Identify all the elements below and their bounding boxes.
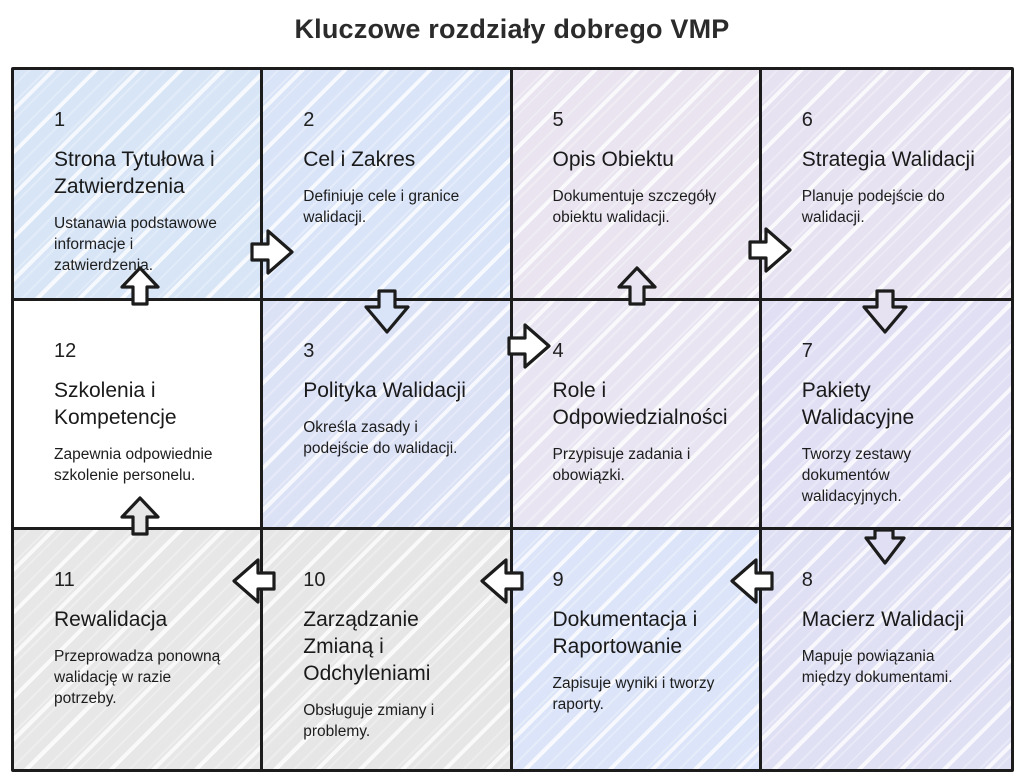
cell-description: Zapisuje wyniki i tworzy raporty.: [552, 674, 715, 713]
chapter-cell-4: 4 Role i Odpowiedzialności Przypisuje za…: [512, 301, 762, 531]
cell-number: 2: [303, 109, 315, 131]
cell-number: 7: [801, 340, 813, 362]
cell-title: Zarządzanie Zmianą i Odchyleniami: [303, 608, 431, 685]
cell-number: 1: [54, 109, 66, 131]
cell-number: 9: [552, 569, 564, 592]
chapter-cell-11: 11 Rewalidacja Przeprowadza ponowną wali…: [14, 530, 264, 769]
cell-description: Planuje podejście do walidacji.: [801, 187, 945, 226]
cell-title: Polityka Walidacji: [303, 379, 466, 402]
chapter-cell-10: 10 Zarządzanie Zmianą i Odchyleniami Obs…: [263, 530, 513, 769]
cell-number: 11: [54, 569, 75, 592]
cell-number: 4: [552, 340, 564, 362]
cell-description: Przypisuje zadania i obowiązki.: [552, 445, 691, 484]
cell-title: Szkolenia i Kompetencje: [54, 379, 177, 429]
chapter-cell-8: 8 Macierz Walidacji Mapuje powiązania mi…: [761, 530, 1011, 769]
cell-number: 10: [303, 569, 326, 592]
chapter-cell-9: 9 Dokumentacja i Raportowanie Zapisuje w…: [512, 530, 762, 769]
cell-title: Dokumentacja i Raportowanie: [552, 608, 698, 658]
cell-description: Obsługuje zmiany i problemy.: [303, 701, 435, 740]
cell-number: 5: [552, 109, 564, 131]
cell-number: 3: [303, 340, 315, 362]
chapter-cell-1: 1 Strona Tytułowa i Zatwierdzenia Ustana…: [14, 70, 264, 301]
chapter-cell-5: 5 Opis Obiektu Dokumentuje szczegóły obi…: [512, 70, 762, 301]
cell-number: 6: [801, 109, 813, 131]
cell-description: Mapuje powiązania między dokumentami.: [801, 647, 953, 686]
cell-title: Macierz Walidacji: [801, 608, 965, 632]
cell-description: Tworzy zestawy dokumentów walidacyjnych.: [801, 445, 912, 505]
cell-title: Strona Tytułowa i Zatwierdzenia: [54, 148, 215, 198]
chapter-cell-3: 3 Polityka Walidacji Określa zasady i po…: [263, 301, 513, 531]
cell-title: Opis Obiektu: [552, 148, 674, 171]
cell-description: Przeprowadza ponowną walidację w razie p…: [54, 647, 221, 707]
cell-number: 12: [54, 340, 77, 362]
cell-title: Cel i Zakres: [303, 148, 416, 171]
chapter-cell-6: 6 Strategia Walidacji Planuje podejście …: [761, 70, 1011, 301]
diagram-title: Kluczowe rozdziały dobrego VMP: [294, 14, 730, 44]
cell-number: 8: [801, 569, 813, 592]
cell-description: Określa zasady i podejście do walidacji.: [303, 418, 458, 457]
cell-description: Dokumentuje szczegóły obiektu walidacji.: [552, 187, 717, 226]
cell-title: Rewalidacja: [54, 608, 168, 632]
cell-description: Definiuje cele i granice walidacji.: [303, 187, 460, 226]
puzzle-grid: 1 Strona Tytułowa i Zatwierdzenia Ustana…: [11, 67, 1014, 772]
cell-description: Zapewnia odpowiednie szkolenie personelu…: [54, 445, 213, 484]
chapter-cell-12: 12 Szkolenia i Kompetencje Zapewnia odpo…: [14, 301, 264, 531]
cell-title: Strategia Walidacji: [801, 148, 975, 171]
cell-title: Pakiety Walidacyjne: [801, 379, 915, 429]
chapter-cell-7: 7 Pakiety Walidacyjne Tworzy zestawy dok…: [761, 301, 1011, 531]
cell-description: Ustanawia podstawowe informacje i zatwie…: [54, 214, 217, 274]
chapter-cell-2: 2 Cel i Zakres Definiuje cele i granice …: [263, 70, 513, 301]
cell-title: Role i Odpowiedzialności: [552, 379, 728, 429]
